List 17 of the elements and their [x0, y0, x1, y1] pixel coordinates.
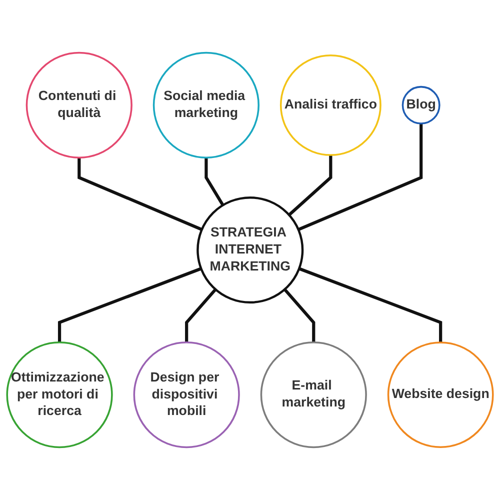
- connector-line: [185, 288, 217, 342]
- connector-line: [298, 124, 423, 231]
- connector-line: [58, 267, 202, 342]
- connector-line: [298, 267, 442, 343]
- circle-node: Ottimizzazione per motori di ricerca: [6, 342, 113, 448]
- connector-line: [288, 155, 332, 216]
- connector-line: [204, 158, 224, 206]
- circle-node: E-mail marketing: [260, 342, 367, 448]
- circle-node: Analisi traffico: [280, 54, 382, 156]
- circle-node: STRATEGIA INTERNET MARKETING: [196, 196, 304, 304]
- connector-line: [78, 158, 202, 231]
- circle-node: Design per dispositivi mobili: [133, 342, 240, 448]
- circle-node: Website design: [387, 342, 494, 448]
- circle-node: Blog: [402, 86, 440, 124]
- connector-line: [284, 288, 316, 342]
- circle-node: Social media marketing: [152, 52, 260, 158]
- circle-node: Contenuti di qualità: [26, 52, 132, 158]
